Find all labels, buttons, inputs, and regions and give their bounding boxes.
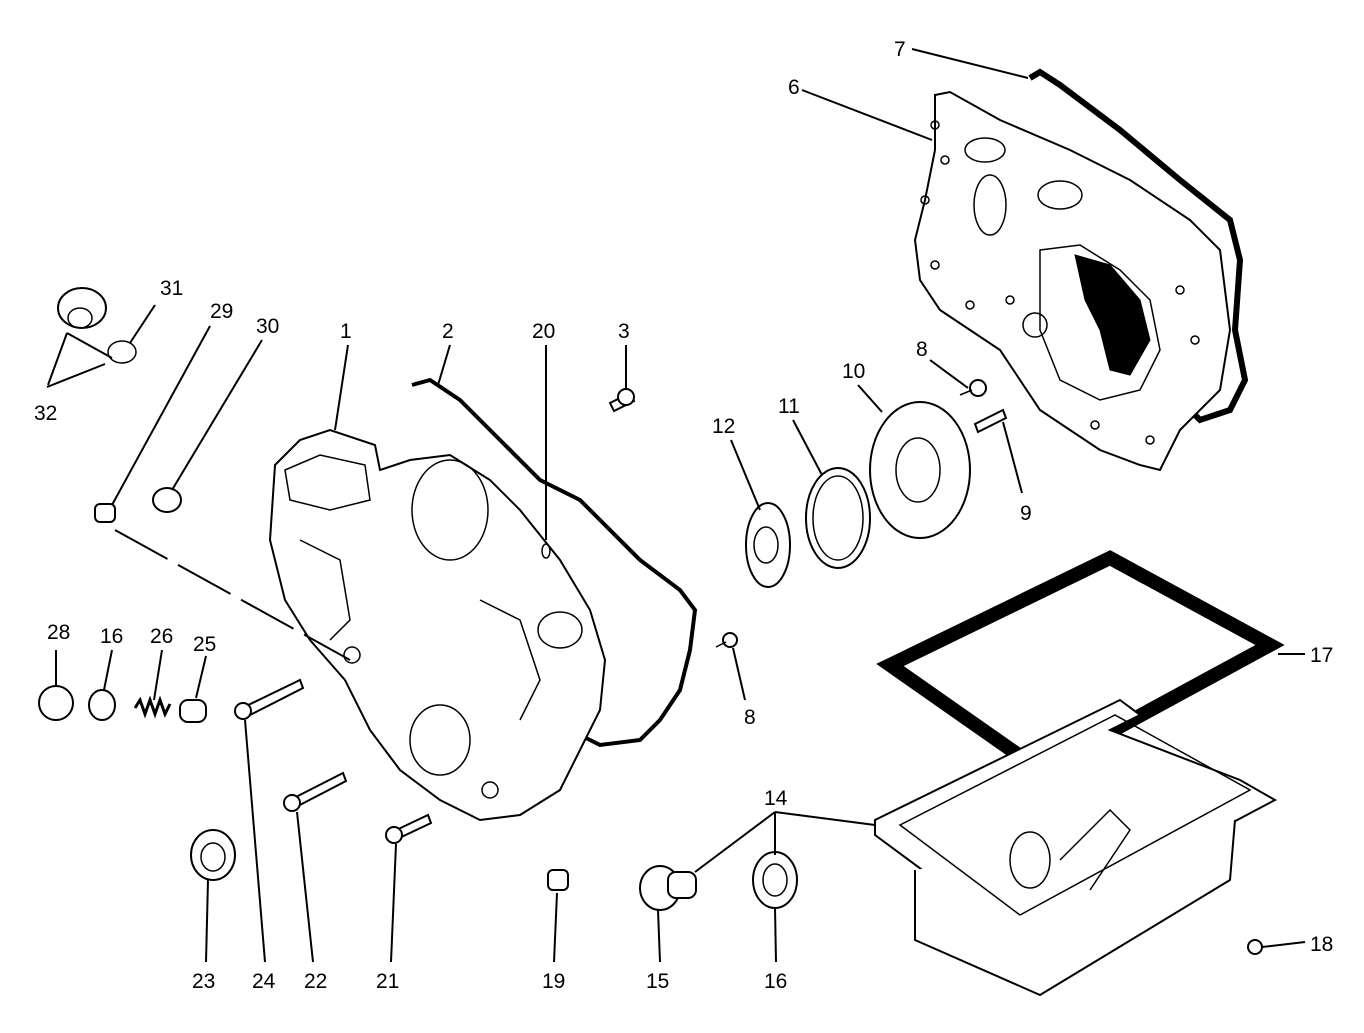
callout-9: 9 [1020,502,1032,525]
callout-19: 19 [542,970,565,993]
callout-20: 20 [532,320,555,343]
callout-11: 11 [778,395,800,418]
oil-pump-assembly [745,401,971,588]
timing-case-cover [268,377,698,822]
callout-7: 7 [894,38,906,61]
callout-3: 3 [618,320,630,343]
leader-lines [46,48,1306,963]
callout-8-top: 8 [916,338,928,361]
oil-pan [874,698,1278,997]
oil-pan-gasket [876,550,1285,779]
callout-16-left: 16 [100,625,123,648]
callout-17: 17 [1310,644,1333,667]
callout-23: 23 [192,970,215,993]
separator-plate [913,68,1249,472]
callout-29: 29 [210,300,233,323]
callout-31: 31 [160,277,183,300]
callout-30: 30 [256,315,279,338]
callout-24: 24 [252,970,276,993]
callout-21: 21 [376,970,399,993]
callout-12: 12 [712,415,735,438]
callout-18: 18 [1310,933,1333,956]
callout-8-center: 8 [744,706,756,729]
callout-6: 6 [788,76,800,99]
callout-1: 1 [340,320,352,343]
callout-25: 25 [193,633,216,656]
callout-labels: 1 2 3 6 7 8 8 9 10 11 12 14 15 16 16 17 … [34,38,1333,993]
callout-28: 28 [47,621,70,644]
callout-26: 26 [150,625,173,648]
hardware-parts [38,287,1263,955]
callout-32: 32 [34,402,57,425]
callout-10: 10 [842,360,865,383]
callout-16-bottom: 16 [764,970,787,993]
callout-2: 2 [442,320,454,343]
callout-14: 14 [764,787,788,810]
callout-22: 22 [304,970,327,993]
callout-15: 15 [646,970,669,993]
